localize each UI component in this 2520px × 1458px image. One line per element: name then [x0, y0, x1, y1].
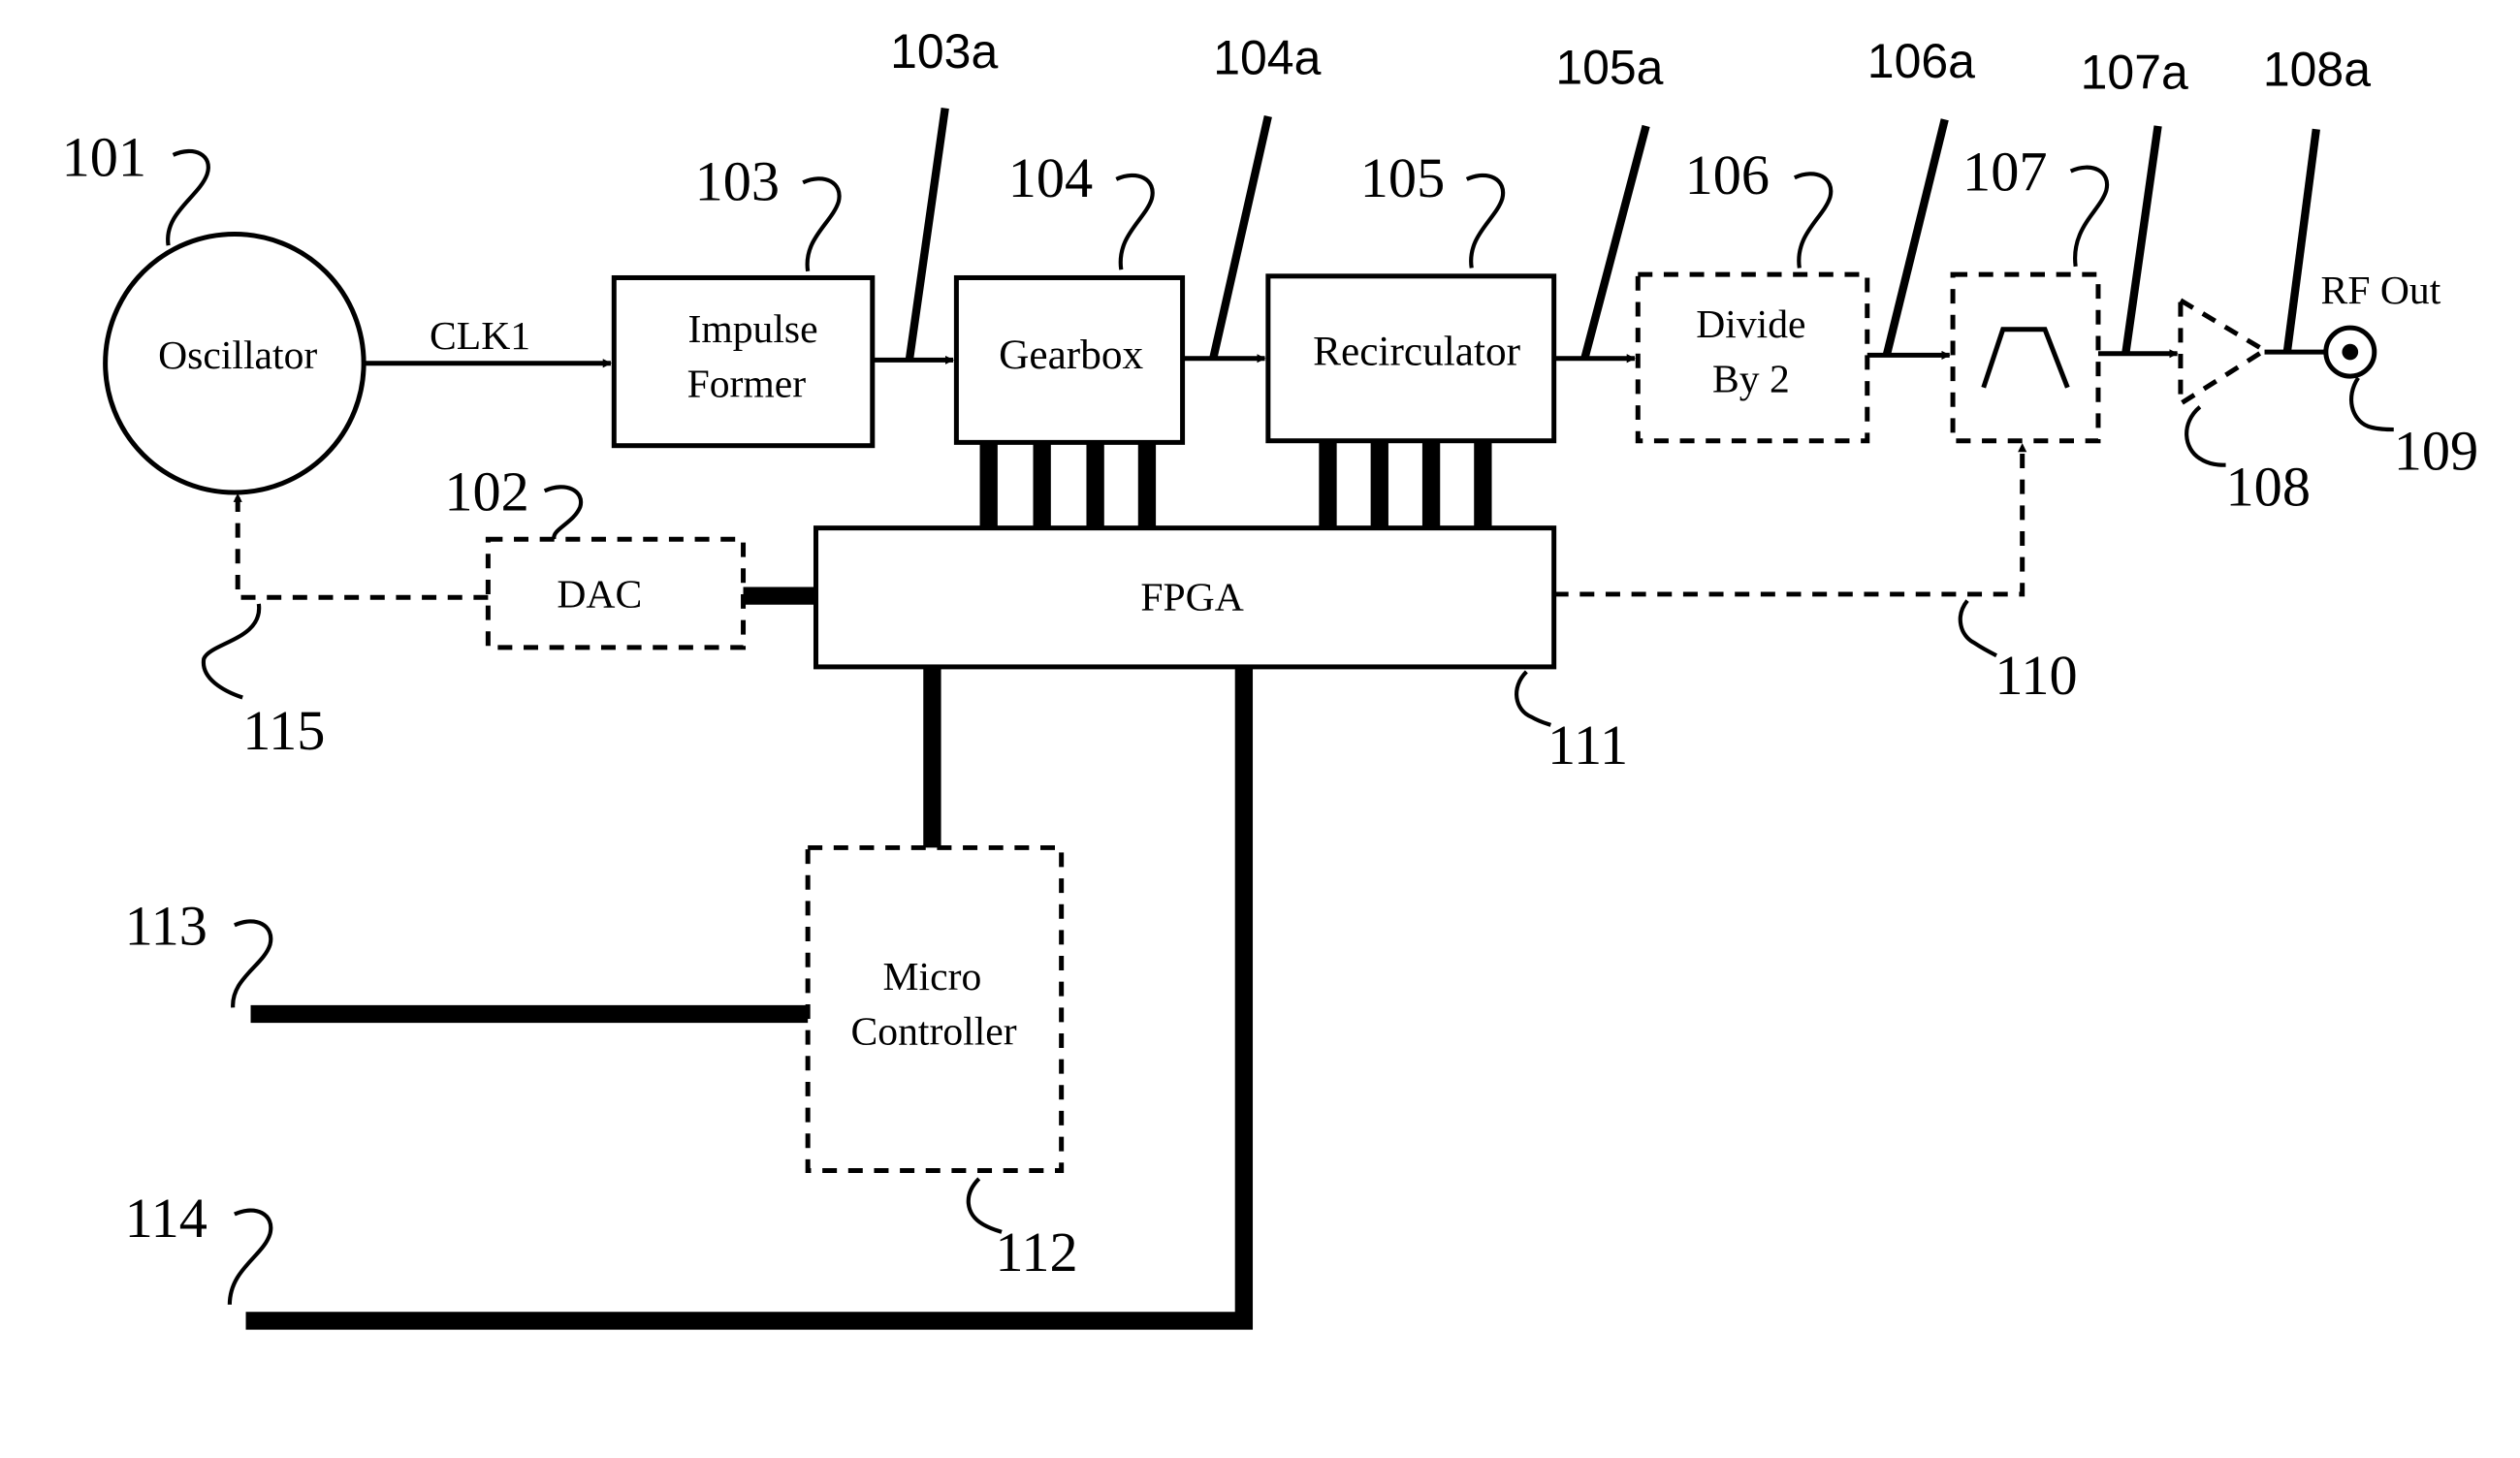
leader-111: [1516, 672, 1550, 725]
impulse-former-block: Impulse Former: [614, 277, 872, 445]
leader-109: [2351, 378, 2394, 429]
micro-controller-label-line1: Micro: [883, 955, 982, 999]
tick-107a: [2125, 126, 2157, 354]
leader-115: [204, 604, 259, 698]
leader-105: [1467, 175, 1503, 269]
tick-108a: [2287, 129, 2316, 352]
leader-103: [803, 178, 839, 271]
recirculator-fpga-bus: [1327, 441, 1483, 528]
fpga-label: FPGA: [1140, 576, 1243, 620]
filter-block: [1953, 274, 2098, 441]
leader-104: [1116, 175, 1152, 269]
leader-106: [1795, 174, 1831, 268]
fpga-filter-control-line: [1554, 444, 2023, 594]
ref-111: 111: [1547, 713, 1628, 777]
ref-114: 114: [125, 1187, 207, 1250]
ref-103a: 103a: [890, 24, 998, 79]
leader-110: [1961, 601, 1996, 656]
ref-105: 105: [1360, 146, 1445, 209]
dac-block: DAC: [488, 539, 743, 648]
ref-102: 102: [444, 460, 528, 523]
divide-by-2-label-line1: Divide: [1696, 302, 1805, 347]
ref-115: 115: [242, 699, 325, 762]
divide-by-2-block: Divide By 2: [1638, 274, 1867, 441]
fpga-block: FPGA: [815, 528, 1553, 667]
ref-107a: 107a: [2081, 46, 2188, 100]
leader-108: [2186, 407, 2225, 465]
tick-106a: [1887, 119, 1945, 355]
rf-out-connector: [2326, 328, 2375, 376]
micro-controller-block: Micro Controller: [808, 847, 1061, 1170]
ref-113: 113: [125, 894, 207, 957]
gearbox-fpga-bus: [989, 442, 1147, 527]
ref-108a: 108a: [2263, 42, 2371, 96]
rf-out-label: RF Out: [2321, 269, 2441, 313]
leader-101: [168, 151, 208, 245]
impulse-former-label-line1: Impulse: [687, 307, 817, 352]
ref-106: 106: [1685, 143, 1770, 206]
leader-113: [233, 921, 271, 1007]
micro-controller-label-line2: Controller: [851, 1010, 1017, 1055]
divide-by-2-label-line2: By 2: [1712, 358, 1790, 402]
ref-106a: 106a: [1867, 34, 1975, 88]
ref-103: 103: [695, 150, 780, 213]
oscillator-label: Oscillator: [158, 333, 317, 378]
ref-105a: 105a: [1555, 41, 1663, 95]
oscillator-block: Oscillator: [106, 235, 364, 492]
tick-105a: [1584, 126, 1645, 359]
gearbox-label: Gearbox: [999, 332, 1143, 378]
leader-107: [2071, 168, 2107, 267]
amplifier-triangle-icon: [2181, 301, 2265, 404]
ref-104a: 104a: [1213, 31, 1321, 85]
ref-108: 108: [2226, 455, 2311, 518]
gearbox-block: Gearbox: [956, 277, 1182, 442]
tick-103a: [909, 109, 945, 359]
impulse-former-label-line2: Former: [687, 363, 807, 407]
ref-107: 107: [1962, 141, 2047, 204]
tick-104a: [1213, 116, 1268, 359]
leader-102: [545, 487, 581, 539]
ref-112: 112: [995, 1220, 1077, 1284]
recirculator-block: Recirculator: [1268, 276, 1554, 441]
dac-label: DAC: [557, 572, 642, 617]
ref-109: 109: [2394, 420, 2478, 483]
ref-110: 110: [1994, 644, 2077, 707]
ref-101: 101: [62, 126, 146, 189]
clk1-label: CLK1: [430, 314, 530, 359]
fpga-interface-bus-114: [246, 667, 1244, 1321]
amplifier-block: [2181, 301, 2265, 404]
ref-104: 104: [1008, 146, 1093, 209]
recirculator-label: Recirculator: [1313, 328, 1521, 374]
leader-114: [230, 1211, 271, 1305]
